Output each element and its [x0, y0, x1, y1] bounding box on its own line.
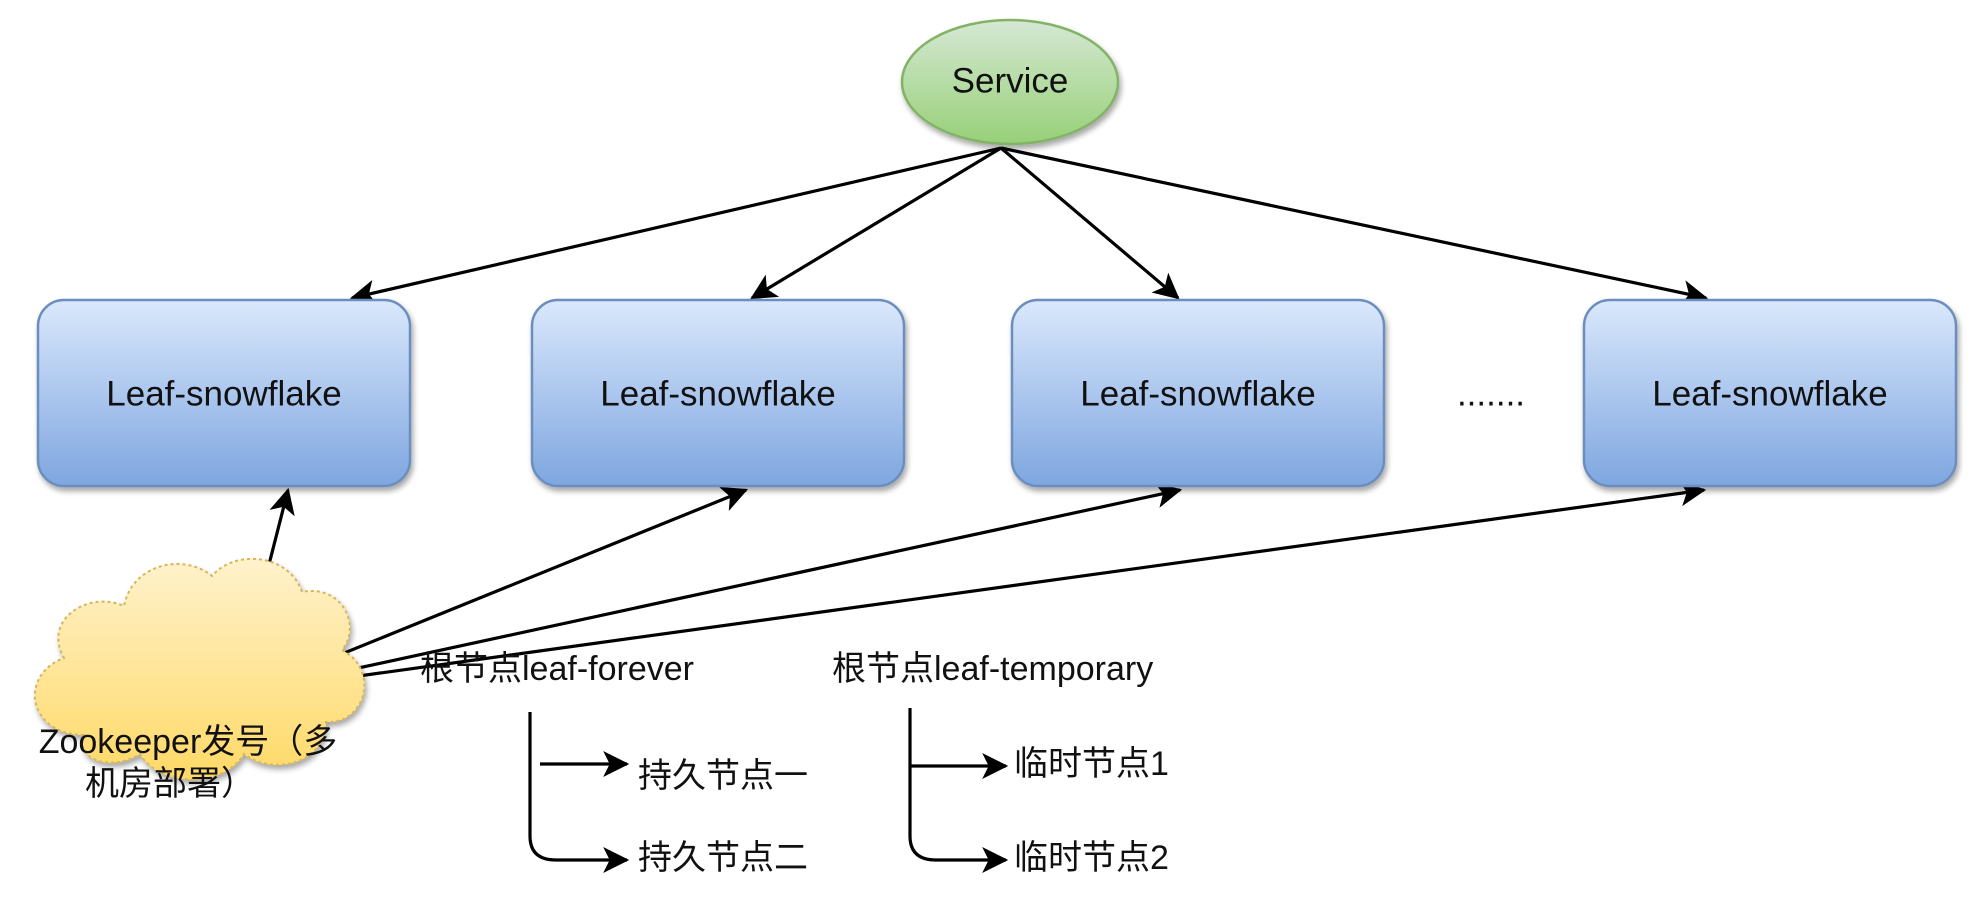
temporary-trunk	[908, 708, 1009, 873]
ellipsis-label: .......	[1457, 374, 1525, 413]
leaf-label: Leaf-snowflake	[600, 374, 835, 413]
temporary-tree: 根节点leaf-temporary 临时节点1 临时节点2	[832, 650, 1169, 877]
edge-service-leaf-4	[1000, 146, 1709, 306]
edge-service-leaf-2	[750, 146, 1002, 300]
temporary-child-2: 临时节点2	[1014, 839, 1169, 877]
service-node: Service	[900, 18, 1120, 146]
zookeeper-label-line1: Zookeeper发号（多	[39, 723, 338, 761]
leaf-label: Leaf-snowflake	[106, 374, 341, 413]
temporary-child-1: 临时节点1	[1014, 745, 1169, 783]
service-to-leaf-edges	[349, 146, 1709, 306]
forever-tree: 根节点leaf-forever 持久节点一 持久节点二	[420, 650, 808, 877]
forever-root-label: 根节点leaf-forever	[420, 650, 694, 688]
forever-child-1: 持久节点一	[638, 757, 808, 795]
zookeeper-cloud	[34, 557, 366, 781]
leaf-label: Leaf-snowflake	[1652, 374, 1887, 413]
edge-zookeeper-leaf-4	[269, 480, 1707, 698]
leaf-box	[1582, 298, 1958, 488]
leaf-box	[36, 298, 412, 488]
leaf-node-3: Leaf-snowflake	[1010, 298, 1386, 488]
zookeeper-node: Zookeeper发号（多 机房部署）	[34, 557, 366, 803]
service-label: Service	[952, 61, 1069, 100]
edge-service-leaf-3	[999, 146, 1180, 300]
forever-child-2: 持久节点二	[638, 839, 808, 877]
leaf-box	[1010, 298, 1386, 488]
temporary-root-label: 根节点leaf-temporary	[832, 650, 1153, 688]
leaf-label: Leaf-snowflake	[1080, 374, 1315, 413]
leaf-node-4: Leaf-snowflake	[1582, 298, 1958, 488]
service-ellipse	[900, 18, 1120, 146]
forever-trunk	[528, 712, 630, 873]
leaf-node-2: Leaf-snowflake	[530, 298, 906, 488]
leaf-node-1: Leaf-snowflake	[36, 298, 412, 488]
zookeeper-label-line2: 机房部署）	[85, 765, 255, 803]
edge-service-leaf-1	[349, 146, 1002, 306]
leaf-box	[530, 298, 906, 488]
